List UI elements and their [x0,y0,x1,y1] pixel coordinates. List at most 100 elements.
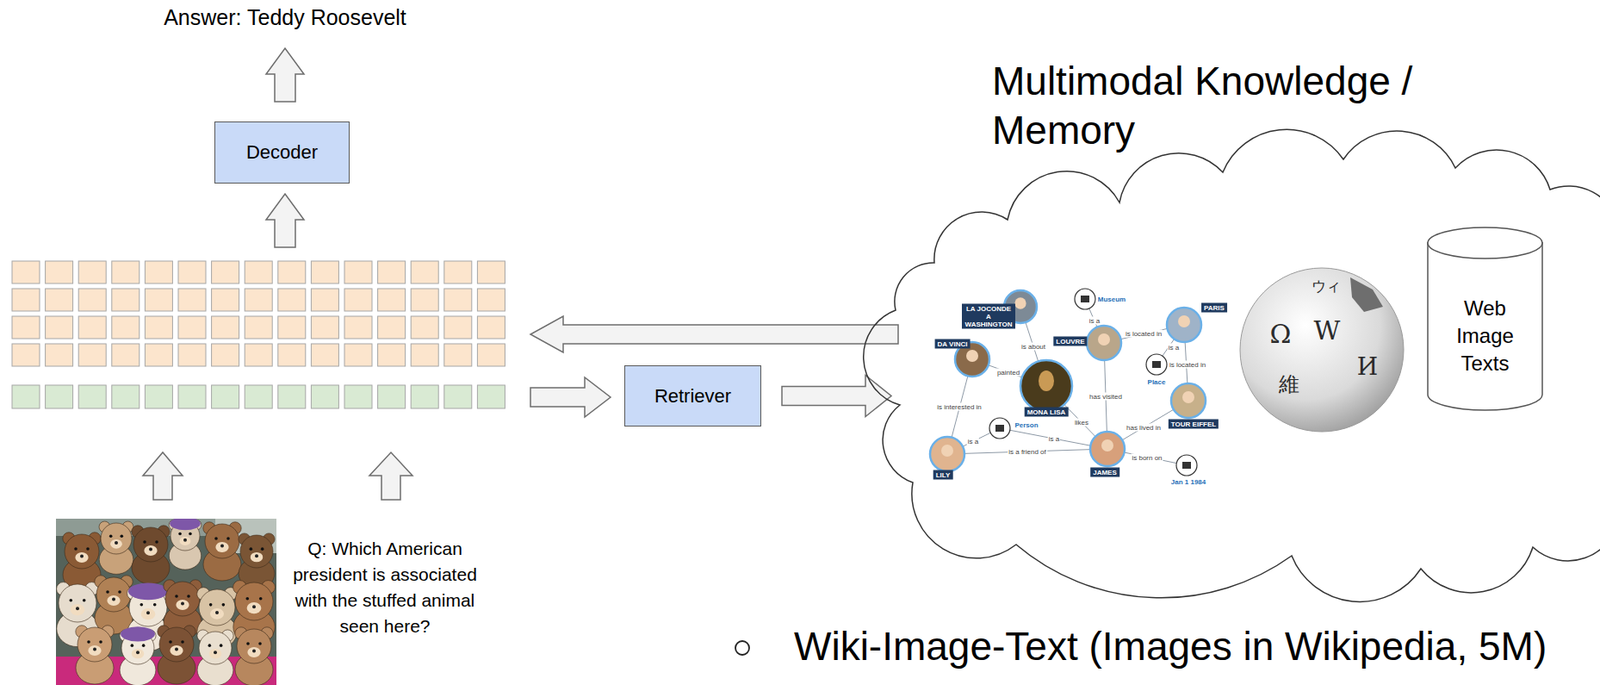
fused-feature-cell [111,316,140,339]
fused-feature-cell [278,260,306,284]
bear-muzzle [250,551,263,562]
bullet-marker [735,640,750,655]
entity-photo [1086,325,1122,360]
fused-feature-cell [78,343,106,366]
bear-nose [215,610,219,614]
fused-feature-cell [344,260,373,284]
teddy-bear [75,625,114,684]
class-icon [1176,454,1197,476]
wikipedia-globe [1240,267,1404,432]
graph-entity [1020,359,1073,412]
knowledge-graph [930,288,1206,476]
entity-tag: MONA LISA [1024,407,1069,417]
teddy-bear-photo [55,518,277,685]
entity-photo-detail [1014,297,1026,309]
globe-glyph: ウィ [1311,279,1341,294]
bear-muzzle [247,601,262,614]
class-icon [989,417,1011,439]
relation-label: is a friend of [1007,447,1048,456]
query-embedding-cell [477,384,505,409]
globe-glyph: Ω [1270,321,1292,348]
query-embedding-cell [178,384,206,409]
teddy-bear [157,625,196,684]
fused-feature-cell [111,260,140,284]
bear-eye [260,546,265,551]
relation-label: is located in [1168,360,1207,369]
fused-feature-cell [111,343,140,366]
graph-entity [1090,431,1125,466]
bear-eye [219,643,224,647]
fused-feature-cell [278,343,306,366]
entity-photo [1090,431,1125,466]
bear-nose [174,647,179,652]
bear-nose [252,604,256,608]
query-embedding-cell [310,384,339,409]
fused-feature-cell [378,343,406,366]
question-input-arrow [369,452,413,500]
bear-eye [246,641,250,645]
fused-feature-cell [178,316,206,339]
graph-entity [1146,353,1167,375]
class-icon-glyph [1080,295,1090,303]
memory-output-arrow [530,316,899,353]
web-image-texts-cylinder: Web Image Texts [1426,226,1544,411]
bear-eye [69,598,74,602]
entity-photo-detail [1182,390,1195,404]
teddy-bear [119,626,156,685]
bear-nose [146,610,150,614]
bear-eye [174,594,179,598]
entity-tag: JAMES [1090,467,1120,478]
bear-eye [208,643,212,647]
fused-feature-cell [477,260,505,284]
retriever-box: Retriever [624,365,762,427]
node-text: Web Image Texts [1438,294,1532,378]
fused-feature-cell [310,288,339,311]
fused-feature-cell [211,260,240,284]
bear-head [100,522,132,554]
graph-entity [930,436,965,472]
class-icon-glyph [1182,461,1191,469]
relation-label: is a [1048,434,1061,443]
cloud-outline [863,129,1600,602]
fused-feature-cell [310,316,339,339]
teddy-bear [168,518,202,570]
fused-feature-cell [111,288,140,311]
bear-eye [142,643,146,647]
query-embedding-cell [111,384,140,409]
bear-nose [213,650,218,654]
globe-glyph: 維 [1278,373,1300,395]
bear-muzzle [209,648,222,658]
bear-muzzle [141,607,156,620]
node-text: Decoder [246,141,318,164]
fused-feature-cell [444,343,472,366]
bear-muzzle [131,648,144,658]
fused-feature-cell [244,260,273,284]
query-embedding-cell [444,384,472,409]
bear-nose [252,649,256,653]
node-text: Multimodal Knowledge / Memory [992,56,1475,156]
fused-feature-cell [278,316,306,339]
relation-label: is located in [1124,329,1163,338]
entity-photo-detail [966,349,979,362]
relation-label: is about [1020,342,1047,351]
bear-muzzle [74,551,88,563]
query-embedding-cell [244,384,273,409]
entity-tag: LOUVRE [1053,336,1087,347]
relation-label: is born on [1130,453,1163,462]
bear-eye [155,539,159,544]
bear-hat [120,626,156,641]
decoder-input-arrow [266,193,304,248]
teddy-bear [203,521,242,581]
answer-arrow [266,48,304,102]
bear-head [240,534,273,568]
bear-eye [246,596,250,601]
entity-tag: LA JOCONDE A WASHINGTON [961,303,1016,329]
class-label: Museum [1097,295,1127,304]
bear-nose [111,597,116,602]
bear-eye [168,639,173,644]
date-label: Jan 1 1984 [1170,477,1207,486]
relation-label: has visited [1088,392,1123,401]
bear-eye [153,602,157,607]
